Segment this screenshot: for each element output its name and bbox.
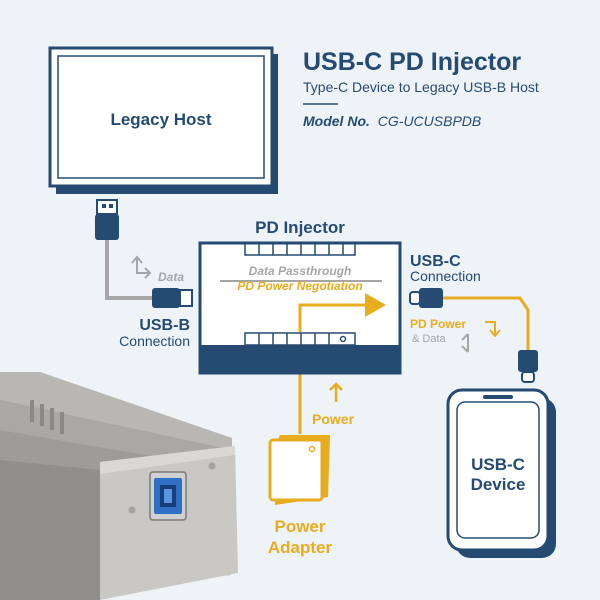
page-title: USB-C PD Injector (303, 48, 521, 76)
power-label: Power (312, 411, 355, 427)
usb-c-plug-icon (409, 288, 443, 308)
injector-title: PD Injector (255, 218, 345, 237)
adapter-label-line1: Power (274, 517, 325, 536)
pd-power-label: PD Power (410, 317, 466, 331)
injector-bottom-port (244, 332, 356, 346)
data-passthrough-label: Data Passthrough (249, 264, 352, 278)
pd-data-label: & Data (412, 333, 447, 345)
usb-b-cable (105, 240, 152, 300)
page-subtitle: Type-C Device to Legacy USB-B Host (303, 79, 539, 95)
pd-injector: PD Injector Data Passthrough PD Power Ne… (198, 218, 402, 375)
power-adapter-icon (268, 435, 330, 505)
usb-b-connection-label: Connection (119, 333, 190, 349)
injector-top-port (244, 242, 356, 256)
usb-c-label: USB-C (410, 253, 461, 270)
host-screen (57, 55, 265, 179)
data-arrow-icon (131, 255, 152, 279)
product-photo (0, 372, 238, 600)
phone-icon (446, 388, 556, 558)
model-label: Model No. (303, 113, 370, 129)
pd-negotiation-label: PD Power Negotiation (237, 279, 362, 293)
legacy-host: Legacy Host (48, 46, 278, 194)
header: USB-C PD Injector Type-C Device to Legac… (303, 48, 539, 129)
injector-base (200, 345, 400, 373)
pd-power-arrow-icon (485, 321, 501, 338)
host-label: Legacy Host (110, 110, 211, 129)
usb-a-plug-icon (95, 199, 119, 240)
host-frame (48, 46, 274, 188)
device-label-line2: Device (471, 475, 526, 494)
usb-c-connection-label: Connection (410, 268, 481, 284)
usb-c-cable (442, 296, 530, 350)
model-number: CG-UCUSBPDB (378, 113, 481, 129)
pd-negotiation-arrow-icon (298, 293, 386, 332)
model-line: Model No. CG-UCUSBPDB (303, 113, 481, 129)
usb-b-plug-icon (152, 288, 193, 308)
pd-data-arrow-icon (461, 333, 469, 353)
device-label-line1: USB-C (471, 455, 525, 474)
device-usb-c-plug-icon (518, 350, 538, 383)
power-arrow-icon (329, 382, 343, 402)
data-label: Data (158, 270, 184, 284)
usb-b-label: USB-B (139, 317, 190, 334)
adapter-label-line2: Adapter (268, 538, 333, 557)
